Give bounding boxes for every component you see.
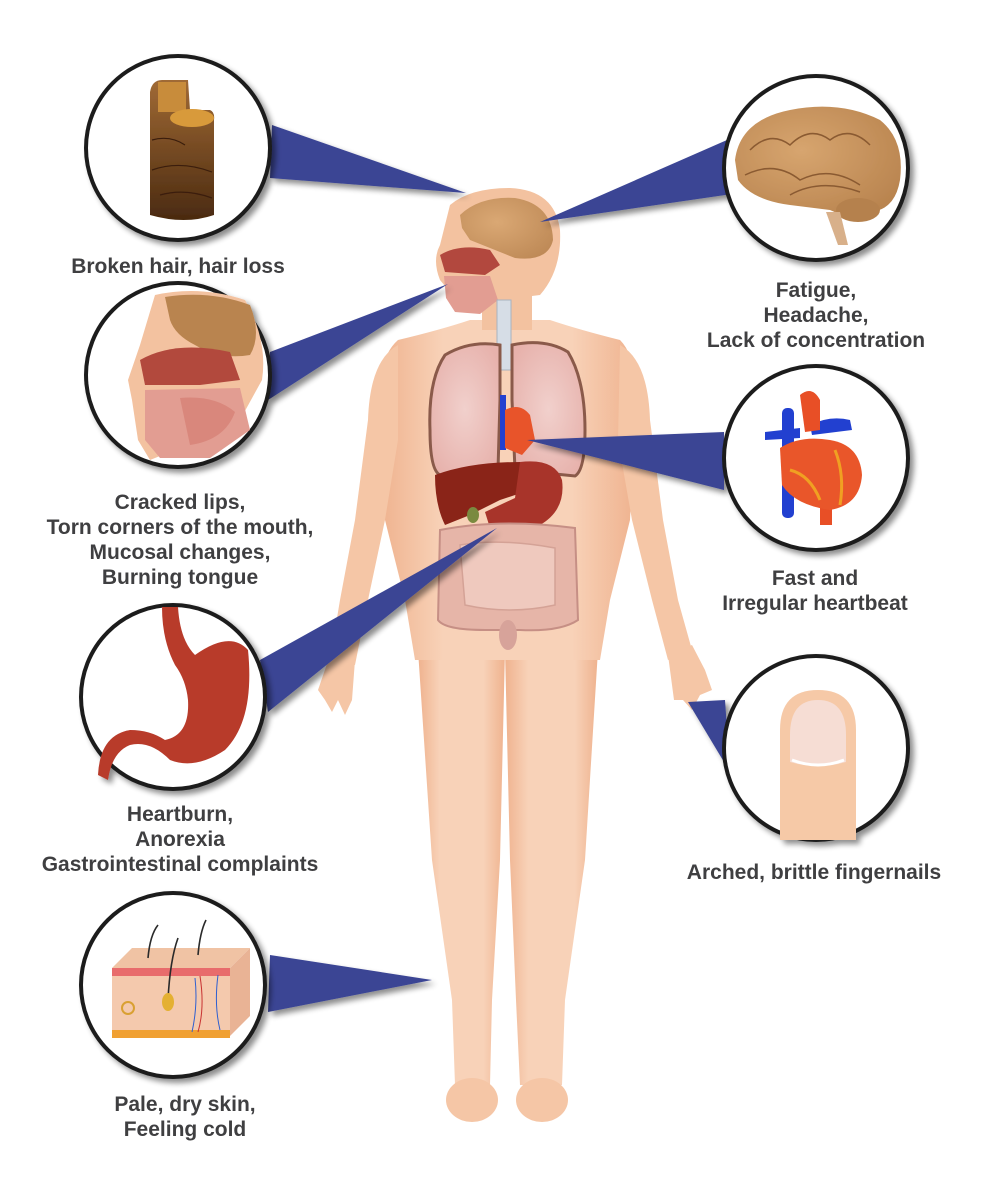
left-foot	[446, 1078, 498, 1122]
fingernail-icon	[780, 690, 856, 840]
label-skin: Pale, dry skin, Feeling cold	[114, 1093, 256, 1141]
label-hair: Broken hair, hair loss	[71, 255, 285, 278]
label-brain: Fatigue, Headache, Lack of concentration	[706, 279, 926, 352]
small-intestine	[459, 541, 556, 611]
body-brain	[460, 197, 553, 259]
heart-icon	[765, 391, 862, 525]
pointers	[260, 125, 732, 1012]
callout-brain	[722, 74, 910, 262]
callout-skin	[79, 891, 267, 1079]
left-arm	[330, 345, 398, 665]
body-sinus	[440, 247, 500, 275]
gallbladder	[467, 507, 479, 523]
pointer-skin	[268, 955, 432, 1012]
aorta-body	[500, 395, 506, 450]
right-leg	[505, 650, 598, 1085]
callout-nail	[722, 654, 910, 842]
stomach-icon	[98, 607, 250, 780]
body-heart	[505, 406, 535, 455]
body-stomach	[485, 461, 563, 528]
human-body	[318, 188, 712, 1122]
body-mouth	[444, 276, 498, 314]
left-lung	[428, 342, 502, 477]
pointer-stomach	[260, 528, 497, 712]
appendix	[499, 620, 517, 650]
label-heart: Fast and Irregular heartbeat	[722, 567, 908, 615]
callout-heart	[722, 364, 910, 552]
pointer-hair	[270, 125, 466, 193]
liver	[435, 462, 530, 525]
head-cross-section-icon	[128, 291, 264, 460]
right-foot	[516, 1078, 568, 1122]
label-nail: Arched, brittle fingernails	[686, 861, 942, 884]
brain-icon	[735, 106, 901, 245]
pointer-mouth	[268, 284, 448, 400]
label-mouth: Cracked lips, Torn corners of the mouth,…	[46, 491, 314, 589]
pointer-nail	[688, 700, 730, 772]
skin-layers-icon	[112, 919, 250, 1038]
label-stomach: Heartburn, Anorexia Gastrointestinal com…	[41, 803, 319, 876]
hair-strand-icon	[150, 80, 215, 220]
pointer-heart	[527, 432, 724, 490]
right-arm	[618, 345, 692, 660]
right-hand	[668, 645, 712, 710]
left-hand	[318, 655, 355, 715]
left-leg	[418, 650, 505, 1085]
callout-mouth	[84, 281, 272, 469]
callout-stomach	[79, 603, 267, 791]
callout-hair	[84, 54, 272, 242]
pointer-brain	[540, 140, 732, 222]
